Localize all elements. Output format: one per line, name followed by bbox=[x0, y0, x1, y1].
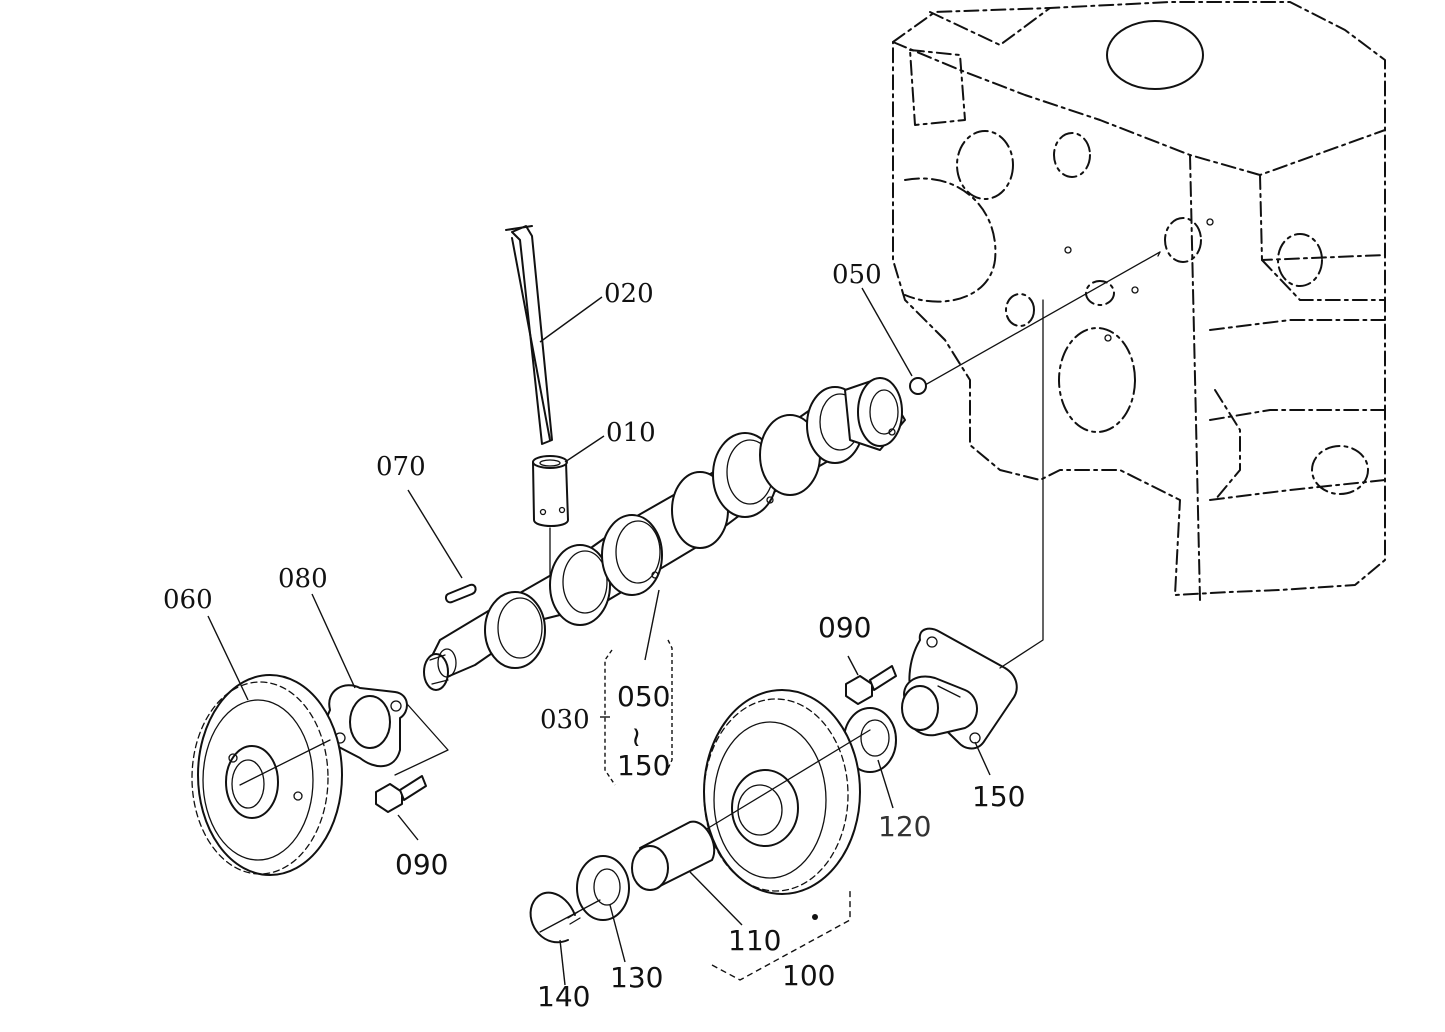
callout-050-range-start: 050 bbox=[617, 680, 670, 713]
callout-090-left: 090 bbox=[395, 848, 448, 881]
assembly-bracket bbox=[600, 639, 673, 786]
callout-range-tilde: ≀ bbox=[631, 720, 642, 753]
tappet bbox=[532, 455, 569, 579]
callout-030: 030 bbox=[540, 705, 590, 735]
callout-060: 060 bbox=[163, 585, 213, 615]
idle-gear-bushing bbox=[631, 820, 716, 891]
callout-110: 110 bbox=[728, 924, 781, 957]
bolt-right bbox=[845, 665, 897, 705]
callout-150: 150 bbox=[972, 780, 1025, 813]
callout-080: 080 bbox=[278, 564, 328, 594]
callout-labels: 020 010 070 050 060 080 030 050 ≀ 150 09… bbox=[163, 260, 1025, 1013]
callout-100: 100 bbox=[782, 959, 835, 992]
callout-120: 120 bbox=[878, 810, 931, 843]
circlip bbox=[529, 891, 601, 944]
steel-ball bbox=[909, 377, 927, 395]
callout-090-right: 090 bbox=[818, 611, 871, 644]
collar-washer bbox=[576, 855, 630, 921]
idle-gear bbox=[703, 689, 871, 895]
gear-bracket bbox=[711, 890, 851, 981]
leader-lines bbox=[207, 287, 991, 986]
cam-gear bbox=[191, 674, 343, 876]
camshaft bbox=[423, 377, 906, 691]
callout-050-top: 050 bbox=[832, 260, 882, 290]
callout-140: 140 bbox=[537, 980, 590, 1013]
feather-key bbox=[444, 583, 477, 604]
callout-070: 070 bbox=[376, 452, 426, 482]
callout-010: 010 bbox=[606, 418, 656, 448]
rear-housing bbox=[901, 299, 1044, 750]
push-rod bbox=[505, 225, 553, 445]
callout-020: 020 bbox=[604, 279, 654, 309]
callout-130: 130 bbox=[610, 961, 663, 994]
thrust-plate bbox=[324, 684, 449, 776]
bolt-left bbox=[375, 775, 427, 813]
engine-block bbox=[892, 1, 1386, 601]
callout-150-range-end: 150 bbox=[617, 749, 670, 782]
